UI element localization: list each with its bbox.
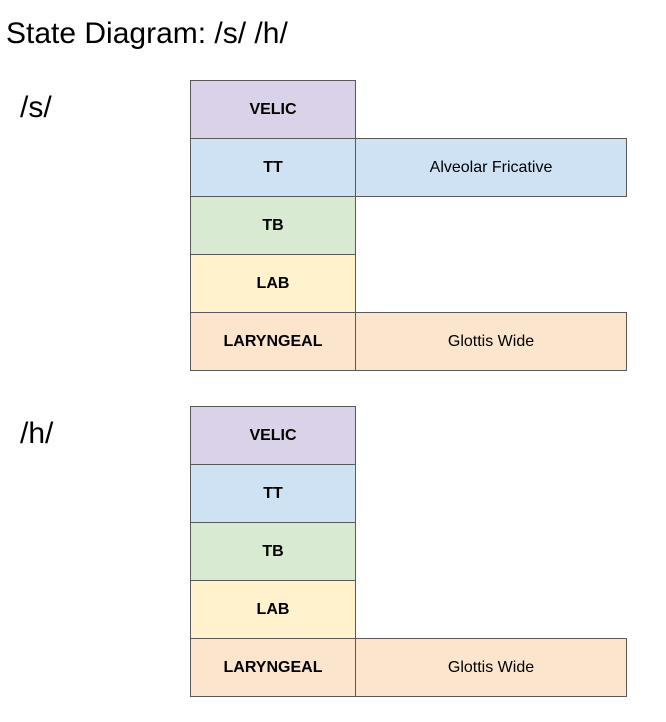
tier-tt: TT	[190, 464, 356, 523]
tier-tb: TB	[190, 196, 356, 255]
tier-tb: TB	[190, 522, 356, 581]
diagram-title: State Diagram: /s/ /h/	[6, 17, 288, 50]
tier-laryngeal: LARYNGEAL	[190, 312, 356, 371]
gesture-box: Glottis Wide	[355, 312, 627, 371]
gesture-box: Glottis Wide	[355, 638, 627, 697]
tier-velic: VELIC	[190, 406, 356, 465]
gesture-box: Alveolar Fricative	[355, 138, 627, 197]
tier-velic: VELIC	[190, 80, 356, 139]
tier-laryngeal: LARYNGEAL	[190, 638, 356, 697]
segment-label: /s/	[20, 91, 52, 124]
tier-tt: TT	[190, 138, 356, 197]
segment-label: /h/	[20, 417, 54, 450]
tier-lab: LAB	[190, 580, 356, 639]
tier-lab: LAB	[190, 254, 356, 313]
